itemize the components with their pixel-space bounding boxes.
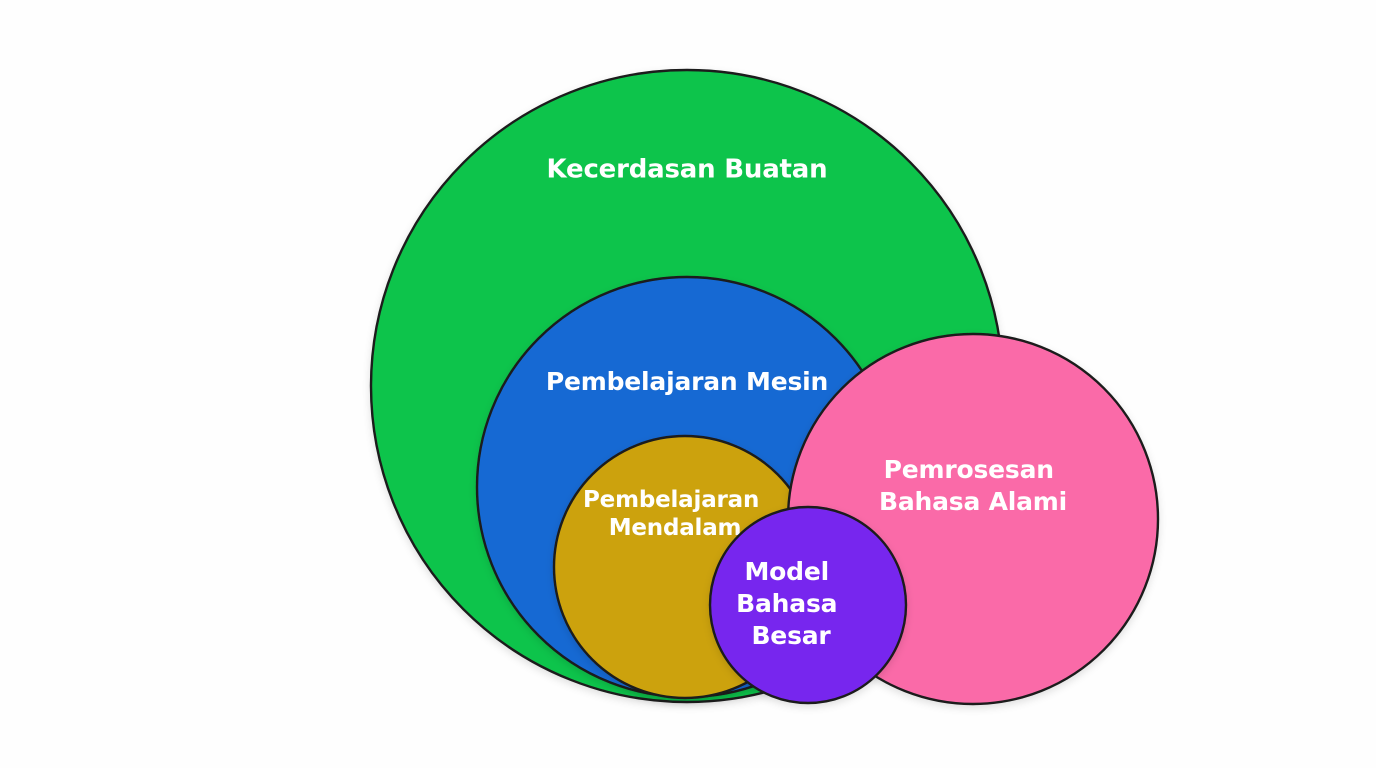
label-llm-line-2: Bahasa xyxy=(736,589,837,618)
circle-large-language-model[interactable] xyxy=(708,505,908,705)
label-llm-line-1: Model xyxy=(745,557,829,586)
label-nlp-line-1: Pemrosesan xyxy=(884,455,1054,484)
circle-group-large-language-model[interactable]: Model Bahasa Besar xyxy=(708,505,908,705)
label-machine-learning: Pembelajaran Mesin xyxy=(546,367,828,396)
label-artificial-intelligence: Kecerdasan Buatan xyxy=(547,155,828,185)
label-deep-learning: Pembelajaran Mendalam xyxy=(583,487,767,541)
label-natural-language-processing: Pemrosesan Bahasa Alami xyxy=(879,455,1067,516)
label-nlp-line-2: Bahasa Alami xyxy=(879,487,1067,516)
label-deep-learning-line-2: Mendalam xyxy=(609,515,742,541)
label-llm-line-3: Besar xyxy=(751,621,831,650)
label-deep-learning-line-1: Pembelajaran xyxy=(583,487,759,513)
label-large-language-model: Model Bahasa Besar xyxy=(736,557,846,650)
